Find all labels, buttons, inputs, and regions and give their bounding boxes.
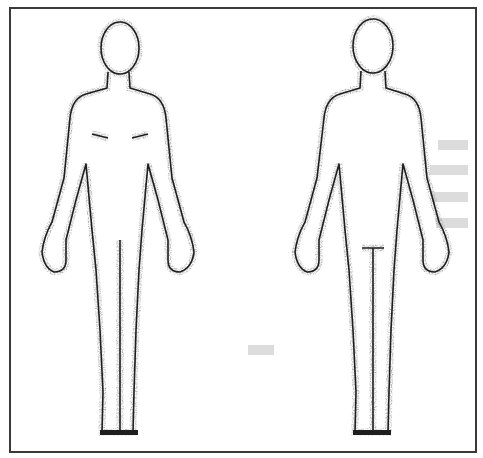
- front-view-figure: [42, 22, 194, 435]
- back-figure-speckle: [295, 19, 449, 432]
- front-feet: [100, 430, 138, 435]
- frame: [10, 8, 476, 452]
- ghost-text-artifact: [248, 140, 468, 355]
- front-figure-speckle: [42, 22, 194, 432]
- back-view-figure: [295, 19, 449, 435]
- back-feet: [353, 430, 391, 435]
